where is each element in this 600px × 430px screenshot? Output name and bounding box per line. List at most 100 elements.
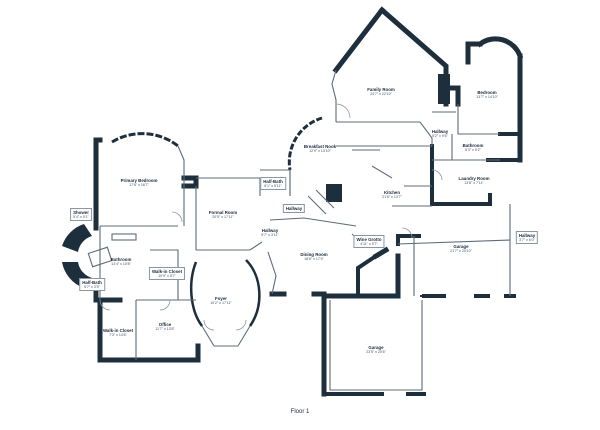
stair-line (307, 195, 327, 215)
stair-line (315, 189, 335, 209)
room-name: Bedroom (477, 90, 497, 95)
room-label-dining-room: Dining Room 18'8" x 17'4" (300, 252, 327, 261)
door-arc (203, 319, 215, 331)
room-dims: 10'2" x 17'11" (210, 301, 232, 306)
room-dims: 23'5" x 20'6" (366, 350, 386, 355)
room-label-breakfast-nook: Breakfast Nook 12'9" x 13'10" (304, 144, 336, 153)
wall-segment (332, 6, 386, 74)
room-name: Kitchen (383, 190, 401, 195)
room-name: Half-Bath (263, 179, 283, 184)
room-label-bathroom-right: Bathroom 5'3" x 9'2" (463, 143, 484, 152)
room-label-walk-in-closet-left: Walk-in Closet 7'3" x 14'6" (103, 328, 133, 337)
wall-line (397, 239, 511, 245)
room-name: Hallway (431, 129, 449, 134)
room-name: Walk-in Closet (102, 328, 134, 333)
room-label-bedroom: Bedroom 13'7" x 14'10" (476, 90, 498, 99)
room-label-formal-room: Formal Room 20'5" x 17'11" (209, 210, 237, 219)
room-dims: 10'9" x 8'7" (158, 274, 176, 279)
wall-segment (465, 41, 483, 65)
room-name: Bathroom (110, 257, 132, 262)
room-dims: 18'8" x 17'4" (304, 257, 324, 262)
wall-line (331, 69, 337, 122)
room-dims: 5'3" x 9'2" (465, 148, 481, 153)
room-name: Formal Room (208, 210, 238, 215)
wall-segment (97, 297, 139, 363)
tub-fixture (87, 246, 113, 268)
room-label-primary-bedroom: Primary Bedroom 17'8" x 16'7" (121, 178, 158, 187)
wall-segment (356, 253, 379, 298)
wall-line (201, 325, 215, 347)
door-arc (235, 319, 247, 331)
room-name: Laundry Room (458, 176, 490, 181)
room-name: Half-Bath (82, 280, 102, 285)
wall-segment (430, 193, 492, 206)
door-arc (171, 211, 183, 223)
room-dims: 13'8" x 7'11" (464, 181, 484, 186)
room-label-laundry-room: Laundry Room 13'8" x 7'11" (459, 176, 490, 185)
room-dims: 5'4" x 5'1" (73, 215, 89, 220)
bay-window (287, 116, 323, 171)
wall-line (237, 325, 251, 347)
room-name: Walk-in Closet (151, 269, 183, 274)
room-dims: 20'5" x 17'11" (212, 215, 234, 220)
wall-segment (396, 234, 421, 246)
vanity-fixture (111, 233, 137, 241)
wall-segment (93, 137, 103, 231)
wall-segment (181, 175, 199, 189)
room-name: Garage (453, 244, 469, 249)
room-dims: 21'7" x 20'10" (450, 249, 472, 254)
room-dims: 5'2" x 9'6" (432, 134, 448, 139)
wall-block (438, 74, 450, 104)
wall-line (267, 251, 277, 295)
room-label-hallway-center: Hallway (282, 204, 306, 214)
wall-segment (311, 291, 327, 299)
door-arc (335, 103, 351, 119)
room-dims: 7'3" x 14'6" (109, 333, 127, 338)
door-arc (401, 227, 413, 239)
room-name: Hallway (518, 233, 536, 238)
room-label-bathroom-left: Bathroom 13'4" x 10'8" (111, 257, 132, 266)
wall-line (329, 300, 423, 391)
room-dims: 5'7" x 3'5" (84, 285, 100, 290)
room-name: Wine Grotto (356, 237, 382, 242)
room-label-family-room: Family Room 24'7" x 22'10" (367, 87, 395, 96)
room-label-wine-grotto: Wine Grotto 4'11" x 5'7" (353, 235, 385, 249)
room-dims: 17'8" x 16'7" (129, 183, 149, 188)
room-label-hallway-right: Hallway 3'7" x 6'0" (515, 231, 539, 245)
wall-line (371, 165, 393, 179)
room-dims: 13'4" x 10'8" (111, 262, 131, 267)
room-label-office: Office 11'7" x 13'8" (155, 322, 174, 331)
room-label-hallway-small: Hallway 5'7" x 3'11" (261, 228, 278, 237)
foyer-curve (190, 261, 204, 327)
room-name: Family Room (367, 87, 395, 92)
wall-line (269, 217, 357, 227)
floor-label: Floor 1 (290, 409, 310, 415)
wall-block (326, 184, 342, 202)
wall-line (177, 145, 185, 226)
wall-segment (476, 36, 524, 60)
wall-line (150, 249, 179, 300)
room-label-half-bath-center: Half-Bath 6'1" x 5'11" (260, 177, 286, 191)
room-dims: 12'9" x 13'10" (309, 149, 331, 154)
wall-block (62, 224, 92, 252)
room-name: Hallway (285, 206, 303, 211)
foyer-curve (245, 259, 261, 327)
room-dims: 5'7" x 3'11" (261, 233, 279, 238)
room-label-garage-right: Garage 21'7" x 20'10" (450, 244, 472, 253)
bay-window (111, 132, 179, 148)
door-arc (431, 169, 443, 181)
wall-segment (133, 343, 201, 363)
room-dims: 3'7" x 6'0" (519, 238, 535, 243)
room-name: Primary Bedroom (120, 178, 158, 183)
wall-line (457, 104, 500, 135)
wall-segment (355, 253, 401, 299)
room-name: Hallway (261, 228, 279, 233)
room-dims: 24'7" x 22'10" (370, 92, 392, 97)
room-label-walk-in-closet-center: Walk-in Closet 10'9" x 8'7" (148, 267, 186, 281)
room-name: Foyer (215, 296, 227, 301)
door-arc (159, 299, 171, 311)
wall-segment (321, 293, 361, 397)
room-label-foyer: Foyer 10'2" x 17'11" (210, 296, 231, 305)
room-name: Bathroom (462, 143, 484, 148)
room-label-hallway-upper: Hallway 5'2" x 9'6" (432, 129, 448, 138)
